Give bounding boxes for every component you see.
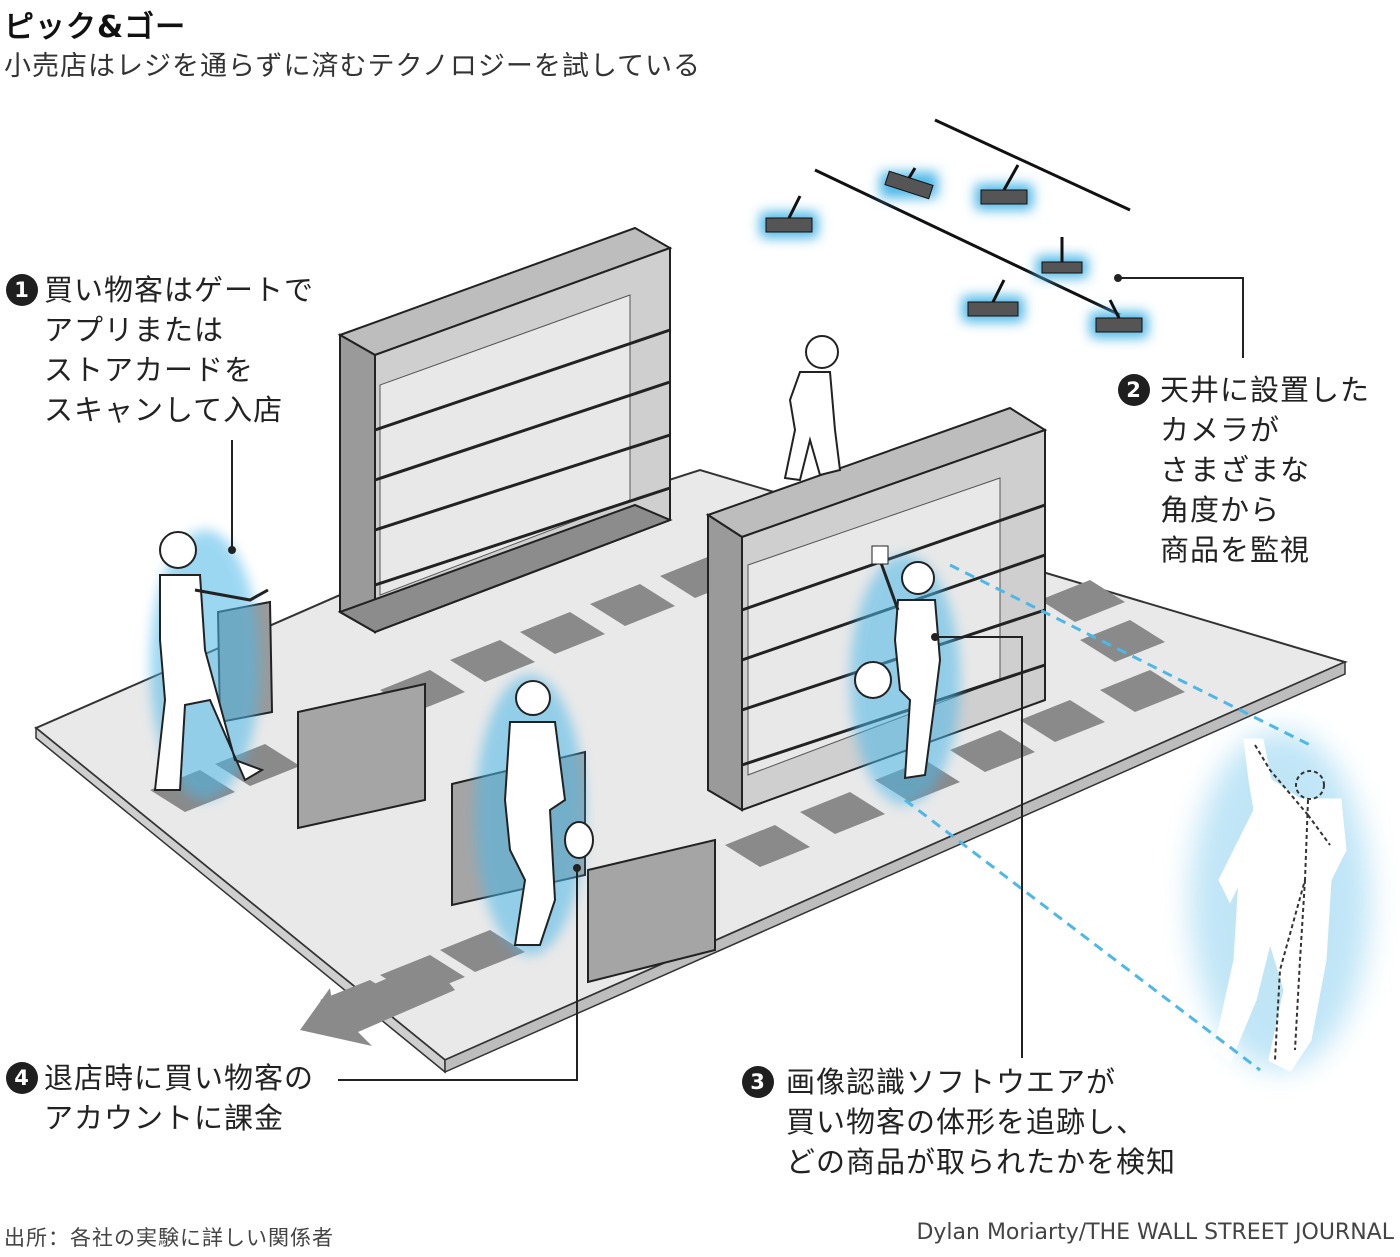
step-3-badge: 3 xyxy=(742,1066,774,1098)
exit-arrow-icon xyxy=(300,960,455,1046)
callout-1-line: アプリまたは xyxy=(44,313,225,347)
projection-lines xyxy=(904,563,1311,1072)
shopper-exiting xyxy=(475,675,595,955)
callout-2: 2 天井に設置した カメラが さまざまな 角度から 商品を監視 xyxy=(1116,370,1370,570)
step-4-badge: 4 xyxy=(6,1062,38,1094)
credit-line: Dylan Moriarty/THE WALL STREET JOURNAL xyxy=(916,1220,1394,1245)
ceiling-cameras xyxy=(760,164,1148,338)
callout-1-line: 買い物客はゲートで xyxy=(44,273,315,307)
back-shelf xyxy=(337,226,673,634)
callout-1-line: ストアカードを xyxy=(44,353,255,387)
source-note: 出所：各社の実験に詳しい関係者 xyxy=(4,1226,334,1250)
ceiling-rails xyxy=(814,118,1131,317)
callout-3: 3 画像認識ソフトウエアが 買い物客の体形を追跡し、 どの商品が取られたかを検知 xyxy=(740,1062,1176,1182)
page-subtitle: 小売店はレジを通らずに済むテクノロジーを試している xyxy=(4,51,702,82)
callout-3-line: 買い物客の体形を追跡し、 xyxy=(786,1105,1147,1139)
camera-icon xyxy=(1090,299,1148,338)
callout-2-line: カメラが xyxy=(1160,413,1281,447)
shopper-background xyxy=(783,335,842,482)
camera-icon xyxy=(962,279,1024,322)
camera-icon xyxy=(1036,237,1088,278)
callout-1-line: スキャンして入店 xyxy=(44,393,284,427)
callout-2-line: 商品を監視 xyxy=(1160,533,1311,567)
step-1-badge: 1 xyxy=(6,274,38,306)
callout-2-line: 天井に設置した xyxy=(1160,373,1371,407)
callout-2-line: 角度から xyxy=(1160,493,1281,527)
callout-1: 1 買い物客はゲートで アプリまたは ストアカードを スキャンして入店 xyxy=(4,270,314,430)
shopper-entering xyxy=(150,530,269,800)
callout-4: 4 退店時に買い物客の アカウントに課金 xyxy=(4,1058,314,1138)
camera-icon xyxy=(760,195,818,238)
camera-icon xyxy=(975,164,1033,210)
shopper-at-shelf xyxy=(850,545,960,805)
exit-gate xyxy=(587,838,716,984)
page-title: ピック&ゴー xyxy=(4,10,187,45)
tracked-body-figure xyxy=(1190,730,1370,1072)
camera-icon xyxy=(880,167,938,200)
leader-lines xyxy=(228,274,1244,1081)
callout-4-line: 退店時に買い物客の xyxy=(44,1061,315,1095)
step-2-badge: 2 xyxy=(1118,374,1150,406)
callout-2-line: さまざまな xyxy=(1160,453,1311,487)
callout-3-line: 画像認識ソフトウエアが xyxy=(786,1065,1117,1099)
callout-4-line: アカウントに課金 xyxy=(44,1101,285,1135)
callout-3-line: どの商品が取られたかを検知 xyxy=(786,1145,1177,1179)
